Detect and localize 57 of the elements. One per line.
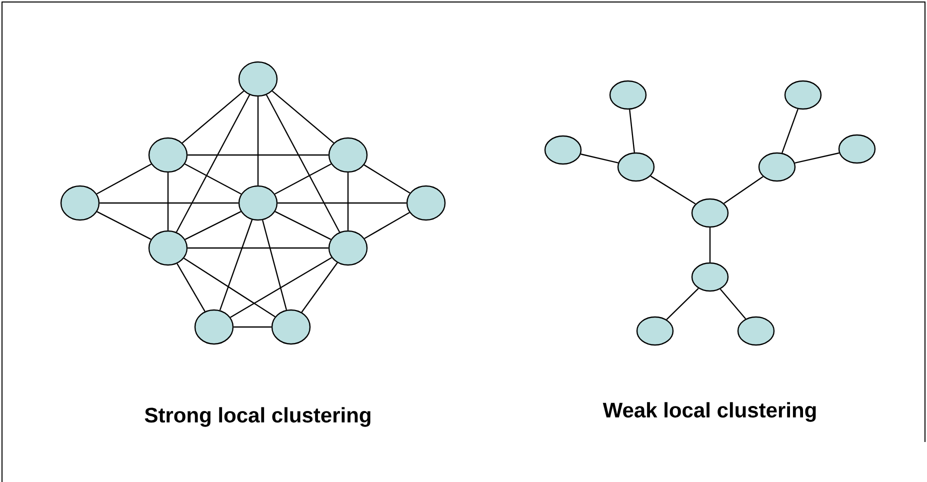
edge-line — [709, 228, 711, 262]
edge-line — [364, 212, 410, 239]
node-circle — [238, 185, 278, 221]
edge-line — [100, 202, 238, 204]
edge-line — [188, 154, 328, 156]
edge-line — [182, 90, 244, 144]
edge-line — [272, 90, 334, 144]
edge-line — [96, 164, 152, 194]
edge-line — [262, 220, 288, 310]
edge-line — [794, 152, 840, 164]
caption-text: Strong local clustering — [144, 407, 370, 427]
node-circle — [838, 134, 876, 164]
node-circle — [691, 198, 729, 228]
node-circle — [609, 80, 647, 110]
edge-line — [266, 94, 340, 232]
node-circle — [328, 137, 368, 173]
node-circle — [148, 137, 188, 173]
edge-line — [580, 154, 618, 164]
node-circle — [328, 230, 368, 266]
node-circle — [636, 316, 674, 346]
node-circle — [544, 135, 582, 165]
edge-line — [720, 288, 746, 320]
edge-line — [650, 176, 696, 204]
edge-line — [188, 247, 328, 249]
edge-line — [184, 258, 276, 318]
edge-line — [278, 202, 406, 204]
edge-line — [176, 263, 206, 312]
edge-line — [364, 164, 410, 194]
node-circle — [238, 61, 278, 97]
node-circle — [784, 80, 822, 110]
node-circle — [758, 152, 796, 182]
node-circle — [406, 185, 446, 221]
node-circle — [617, 152, 655, 182]
edge-line — [176, 94, 250, 232]
edge-line — [724, 176, 764, 204]
edge-line — [230, 257, 332, 318]
edge-line — [96, 211, 152, 240]
edge-line — [234, 326, 272, 328]
node-circle — [737, 316, 775, 346]
edge-line — [257, 96, 259, 186]
caption-text: Weak local clustering — [602, 402, 816, 422]
edge-line — [629, 109, 635, 153]
edge-line — [301, 262, 338, 313]
edge-line — [666, 288, 699, 320]
edge-line — [167, 172, 169, 230]
edge-line — [184, 163, 242, 195]
edge-line — [782, 108, 798, 154]
node-circle — [60, 185, 100, 221]
edge-line — [274, 163, 332, 195]
node-circle — [194, 309, 234, 345]
edge-line — [347, 172, 349, 230]
edge-line — [184, 211, 242, 240]
node-circle — [148, 230, 188, 266]
node-circle — [691, 262, 729, 292]
edge-line — [219, 220, 253, 310]
edge-line — [274, 211, 332, 240]
node-circle — [271, 309, 311, 345]
